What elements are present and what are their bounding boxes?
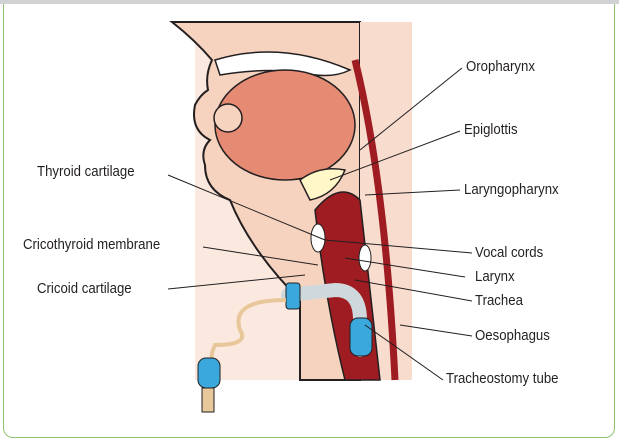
pilot-valve: [201, 387, 215, 413]
tongue: [214, 69, 356, 181]
label-vocal-cords: Vocal cords: [475, 244, 544, 261]
label-larynx: Larynx: [475, 268, 515, 285]
leader-cricoid-cartilage: [167, 274, 306, 290]
top-bar: [0, 0, 619, 4]
leader-laryngopharynx: [364, 189, 461, 196]
pilot-line: [209, 298, 287, 366]
leader-vocal-cords: [324, 239, 473, 254]
label-epiglottis: Epiglottis: [464, 121, 518, 138]
leader-lines: [167, 67, 473, 381]
trach-cuff: [349, 317, 373, 357]
leader-epiglottis: [329, 130, 461, 181]
cricoid-shape: [358, 244, 372, 272]
spine-area: [360, 22, 412, 380]
leader-oropharynx: [359, 67, 463, 151]
label-cricoid-cartilage: Cricoid cartilage: [37, 280, 132, 297]
label-laryngopharynx: Laryngopharynx: [464, 181, 559, 198]
label-cricothyroid-membrane: Cricothyroid membrane: [23, 236, 161, 253]
pilot-balloon: [197, 357, 221, 389]
figure-frame: [3, 4, 615, 438]
leader-tracheostomy-tube: [364, 324, 444, 381]
lip: [213, 103, 243, 133]
palate: [214, 51, 352, 77]
oesophagus-wall: [351, 59, 399, 381]
leader-cricothyroid-membrane: [202, 246, 319, 266]
leader-oesophagus: [399, 324, 473, 337]
leader-thyroid-cartilage: [167, 174, 326, 241]
label-trachea: Trachea: [475, 292, 523, 309]
epiglottis-shape: [299, 168, 347, 201]
trach-flange: [285, 282, 301, 310]
label-tracheostomy-tube: Tracheostomy tube: [446, 370, 559, 387]
label-thyroid-cartilage: Thyroid cartilage: [37, 163, 135, 180]
thyroid-cartilage-shape: [310, 223, 326, 253]
leader-trachea: [354, 279, 473, 302]
label-oropharynx: Oropharynx: [466, 58, 535, 75]
label-oesophagus: Oesophagus: [475, 327, 550, 344]
leader-larynx: [344, 257, 466, 278]
